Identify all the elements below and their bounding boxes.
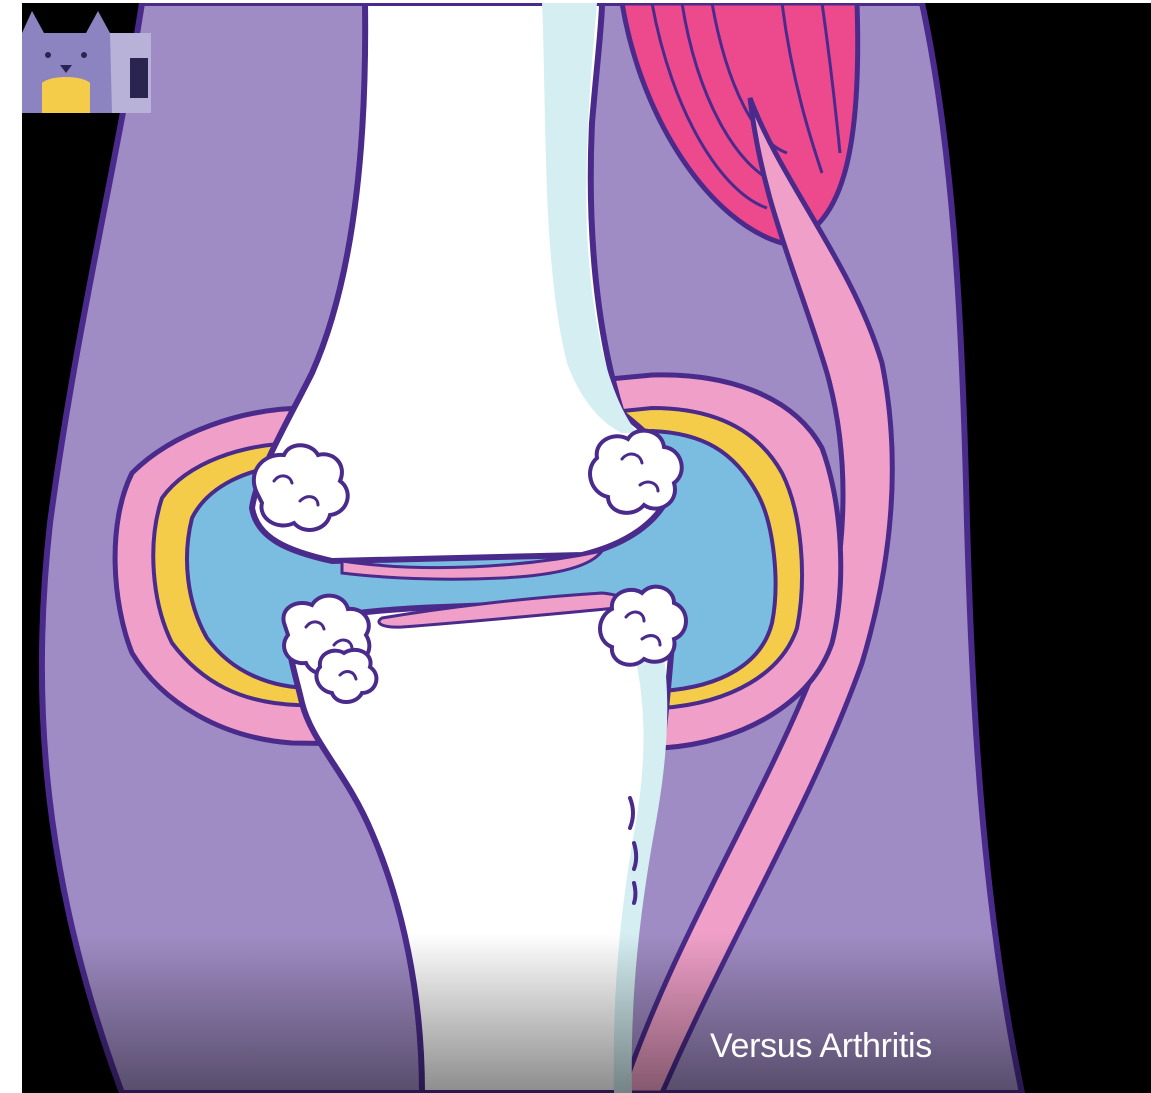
- video-frame[interactable]: Versus Arthritis: [22, 3, 1151, 1093]
- knee-joint-illustration: [22, 3, 1151, 1093]
- channel-mascot-icon[interactable]: [22, 3, 151, 113]
- video-caption: Versus Arthritis: [710, 1027, 932, 1066]
